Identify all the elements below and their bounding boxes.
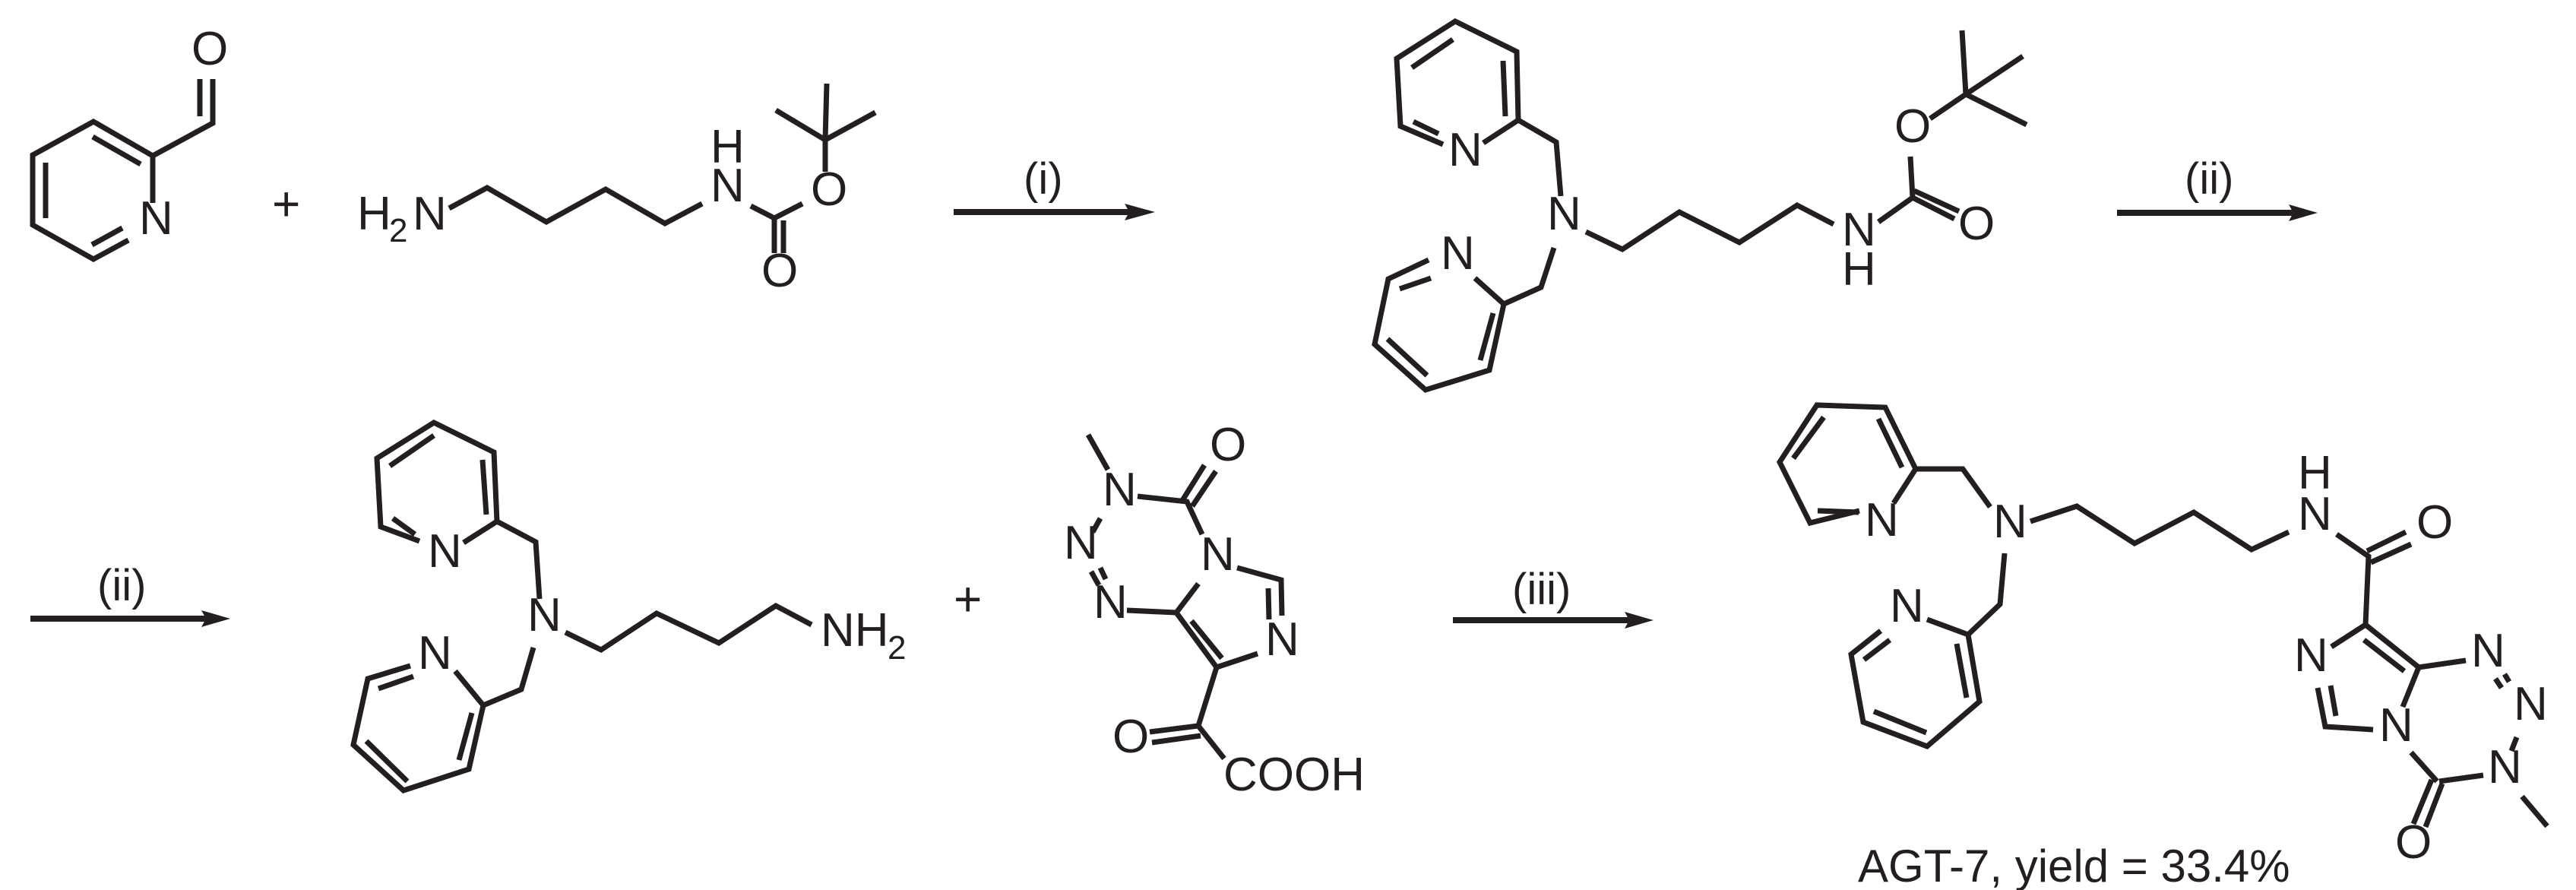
boc-diaminobutane: H 2 N N H O O [357, 83, 877, 297]
atom-label: O [761, 245, 798, 297]
product-caption: AGT-7, yield = 33.4% [1858, 841, 2290, 890]
atom-label: N [2514, 678, 2548, 730]
boc-intermediate: N N N N H O O [1372, 17, 2028, 393]
amine-intermediate: N N N NH 2 [350, 419, 906, 793]
product-agt-7: N N N N H O N N N N N O [1776, 402, 2549, 890]
condition-label: (ii) [2185, 154, 2233, 204]
atom-label: N [2379, 699, 2413, 752]
condition-label: (ii) [97, 561, 146, 610]
atom-label: O [1894, 100, 1931, 153]
reaction-arrow-i: (i) [954, 154, 1155, 220]
atom-label: N [1441, 227, 1475, 280]
atom-label: 2 [389, 212, 407, 249]
atom-label: N [1865, 494, 1899, 546]
atom-label: N [428, 525, 462, 578]
atom-label: N [2471, 625, 2505, 677]
atom-label: O [191, 23, 228, 75]
atom-label: NH [821, 604, 889, 657]
atom-label: N [418, 627, 452, 679]
atom-label: N [527, 589, 562, 641]
reaction-arrow-ii-top: (ii) [2117, 154, 2318, 221]
atom-label: N [1103, 464, 1137, 516]
atom-label: N [139, 192, 173, 245]
atom-label: H [2298, 447, 2332, 499]
atom-label: N [1265, 613, 1299, 666]
atom-label: COOH [1223, 749, 1365, 801]
atom-label: N [1993, 496, 2027, 548]
atom-label: H [710, 121, 745, 173]
atom-label: O [1210, 419, 1246, 471]
condition-label: (iii) [1512, 565, 1571, 614]
reaction-arrow-iii: (iii) [1453, 565, 1654, 629]
pyridine-2-carboxaldehyde: N O [30, 23, 228, 262]
atom-label: N [1547, 188, 1581, 240]
plus-sign: + [954, 572, 982, 626]
atom-label: N [2294, 629, 2328, 682]
plus-sign: + [272, 176, 300, 231]
atom-label: N [1201, 528, 1235, 581]
atom-label: N [710, 160, 745, 212]
atom-label: N [2488, 741, 2522, 793]
atom-label: O [1958, 198, 1995, 250]
atom-label: N [413, 188, 447, 240]
imidazotetrazinone-oxoacetic-acid: N O N N N N O COOH [1064, 419, 1365, 801]
atom-label: O [1112, 711, 1149, 763]
atom-label: N [2298, 488, 2332, 540]
atom-label: N [1890, 580, 1924, 632]
atom-label: H [357, 188, 391, 240]
atom-label: O [2416, 496, 2453, 549]
atom-label: O [2395, 816, 2432, 869]
atom-label: N [1064, 517, 1098, 569]
atom-label: 2 [888, 629, 906, 667]
atom-label: O [811, 163, 847, 216]
atom-label: N [1448, 124, 1483, 176]
reaction-arrow-ii-bottom: (ii) [30, 561, 230, 627]
condition-label: (i) [1024, 154, 1063, 204]
atom-label: N [1842, 204, 1876, 256]
atom-label: H [1842, 243, 1876, 296]
